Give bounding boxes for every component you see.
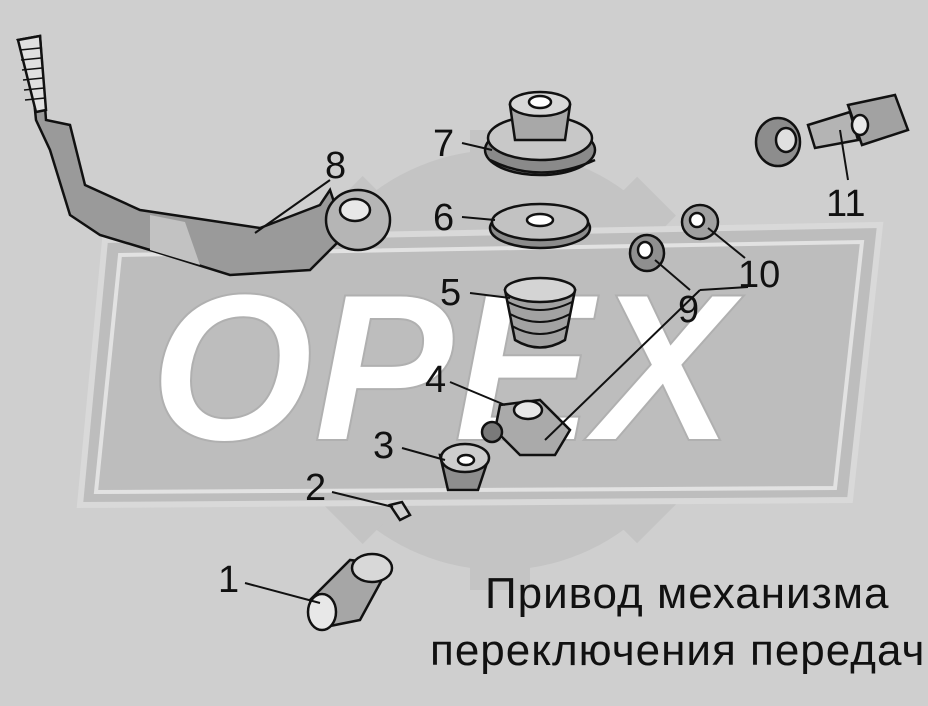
caption-line-2: переключения передач	[430, 626, 925, 675]
callout-7: 7	[433, 123, 454, 165]
part-11-joint	[754, 93, 910, 168]
callout-8: 8	[325, 145, 346, 187]
callout-1: 1	[218, 559, 239, 601]
callout-4: 4	[425, 359, 446, 401]
part-3-bushing	[438, 442, 491, 492]
part-8-shift-lever	[15, 34, 392, 277]
callout-2: 2	[305, 467, 326, 509]
watermark-plate	[76, 221, 884, 509]
part-5-spring	[503, 276, 577, 349]
callout-6: 6	[433, 197, 454, 239]
callout-3: 3	[373, 425, 394, 467]
part-4-clamp	[480, 398, 572, 457]
callout-9: 9	[678, 289, 699, 331]
callout-11: 11	[826, 183, 865, 225]
watermark-text: OPEX	[150, 250, 744, 485]
part-7-nut	[483, 90, 597, 177]
callout-10: 10	[738, 254, 780, 296]
part-6-washer	[488, 202, 592, 250]
part-2-pin	[387, 500, 412, 522]
leader-lines	[244, 129, 849, 604]
part-1-sleeve	[306, 552, 394, 632]
caption-line-1: Привод механизма	[485, 569, 889, 618]
callout-5: 5	[440, 272, 461, 314]
part-9-ring	[628, 233, 666, 273]
part-10-nut	[680, 203, 720, 241]
